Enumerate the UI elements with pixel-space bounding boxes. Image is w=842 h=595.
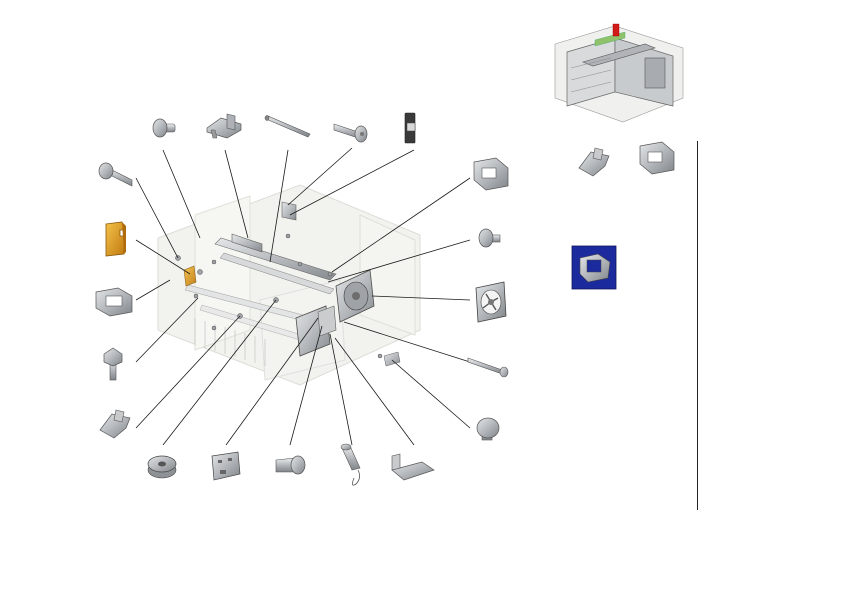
assembly-overview-thumbnail[interactable] xyxy=(554,23,684,123)
panel-lever-clamp-icon[interactable] xyxy=(578,147,610,177)
spring-shaft-icon[interactable] xyxy=(340,443,361,486)
circuit-board-icon[interactable] xyxy=(211,451,241,481)
cable-clip-icon[interactable] xyxy=(95,287,133,317)
panel-wire-clamp-icon[interactable] xyxy=(639,141,675,175)
screw-short-icon[interactable] xyxy=(152,118,176,138)
hex-screw-icon[interactable] xyxy=(103,347,123,381)
mounting-bracket-icon[interactable] xyxy=(206,113,242,139)
callout-lines xyxy=(135,147,471,446)
latch-highlighted-icon[interactable] xyxy=(105,221,126,257)
long-screw-icon[interactable] xyxy=(98,162,133,187)
shoulder-screw-icon[interactable] xyxy=(333,123,368,143)
thumb-screw-icon[interactable] xyxy=(478,228,501,248)
selected-part-thumbnail[interactable] xyxy=(571,245,617,290)
lever-clamp-icon[interactable] xyxy=(99,409,131,439)
sensor-switch-icon[interactable] xyxy=(404,112,416,144)
l-bracket-icon[interactable] xyxy=(391,453,435,481)
knob-cap-icon[interactable] xyxy=(476,417,500,441)
gear-hub-icon[interactable] xyxy=(147,455,177,479)
main-assembly xyxy=(157,184,421,386)
guide-rod-icon[interactable] xyxy=(264,115,311,138)
selected-parts-panel xyxy=(571,141,698,510)
threaded-rod-icon[interactable] xyxy=(467,357,509,378)
pin-stud-icon[interactable] xyxy=(275,455,306,475)
wire-clamp-icon[interactable] xyxy=(473,157,509,191)
cooling-fan-icon[interactable] xyxy=(475,281,507,323)
